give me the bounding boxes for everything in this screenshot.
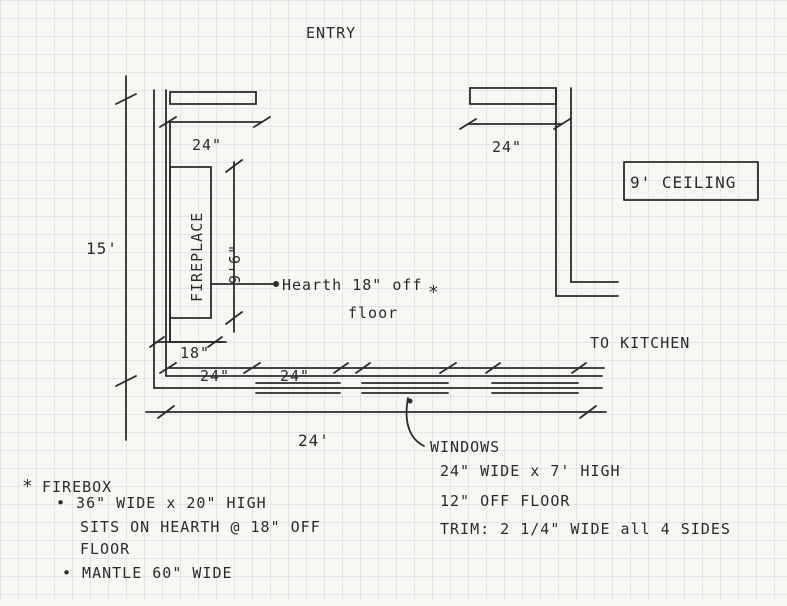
left-dim-24-label: 24" [192, 136, 222, 154]
window-2 [361, 382, 449, 394]
dim-15-label: 15' [86, 239, 118, 258]
hearth-label-line2: floor [348, 304, 398, 322]
dim-9-6-label: 9'6" [226, 244, 244, 284]
bottom-dim-24a-label: 24" [200, 367, 230, 385]
mantle-left-block [169, 91, 257, 105]
fireplace-label: FIREPLACE [188, 212, 206, 302]
hearth-label-line1: Hearth 18" off [282, 276, 422, 294]
dim-ticks-18in [149, 336, 223, 348]
windows-spec-height: 12" OFF FLOOR [440, 492, 570, 510]
ceiling-box [623, 161, 759, 201]
window-1 [255, 382, 341, 394]
firebox-line2: SITS ON HEARTH @ 18" OFF [80, 518, 321, 536]
to-kitchen-label: TO KITCHEN [590, 334, 690, 352]
right-dim-24-label: 24" [492, 138, 522, 156]
dim-ticks-9-6 [225, 159, 243, 325]
windows-spec-trim: TRIM: 2 1/4" WIDE all 4 SIDES [440, 520, 731, 538]
firebox-line1: • 36" WIDE x 20" HIGH [56, 494, 267, 512]
note-asterisk-icon: * [22, 476, 34, 497]
asterisk-icon: * [428, 282, 440, 303]
entry-label: ENTRY [306, 24, 356, 42]
dim-ticks-right-24in [459, 118, 571, 130]
dim-ticks-windows [159, 362, 587, 374]
right-wall-outer [555, 87, 619, 297]
dim-ticks-left-24in [159, 116, 271, 128]
ceiling-label: 9' CEILING [630, 173, 736, 192]
windows-label: WINDOWS [430, 438, 500, 456]
hearth-dot [273, 281, 279, 287]
firebox-title: FIREBOX [42, 478, 112, 496]
dim-24ft-label: 24' [298, 431, 330, 450]
window-3 [491, 382, 579, 394]
dim-ticks-15ft [115, 93, 137, 387]
dim-18-label: 18" [180, 344, 210, 362]
windows-dot [407, 398, 413, 404]
windows-leader [405, 397, 425, 447]
firebox-line4: • MANTLE 60" WIDE [62, 564, 233, 582]
firebox-line3: FLOOR [80, 540, 130, 558]
right-wall-inner [570, 87, 619, 283]
windows-spec-size: 24" WIDE x 7' HIGH [440, 462, 621, 480]
bottom-dim-24b-label: 24" [280, 367, 310, 385]
dim-ticks-24ft [157, 405, 597, 419]
